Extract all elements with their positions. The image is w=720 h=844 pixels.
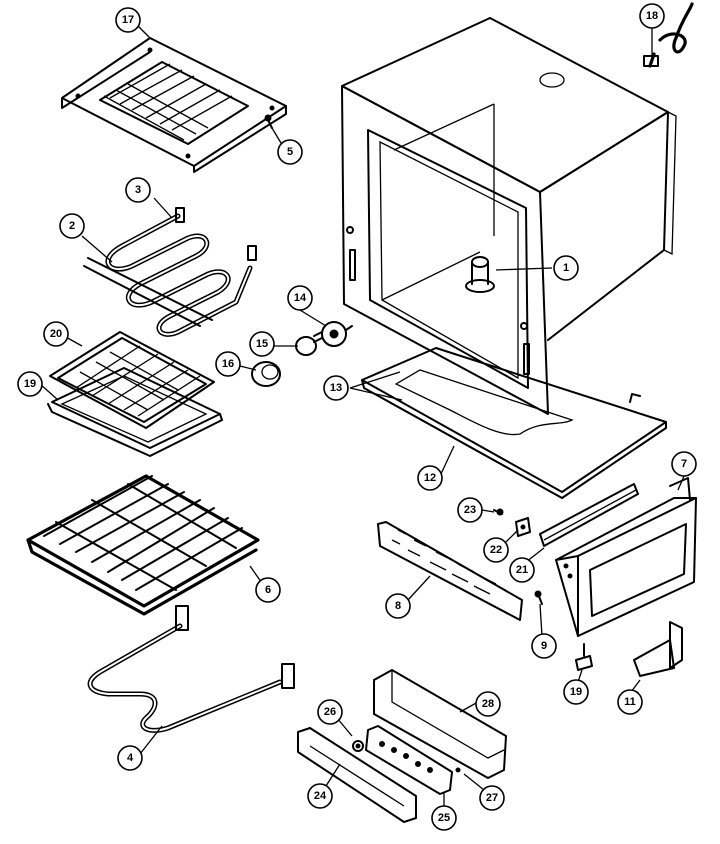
callout-17: 17: [115, 7, 141, 33]
svg-text:23: 23: [464, 504, 476, 516]
callout-15: 15: [249, 331, 275, 357]
part-screw-5: [264, 114, 273, 129]
svg-text:4: 4: [127, 752, 134, 764]
svg-text:18: 18: [646, 10, 658, 22]
callout-4: 4: [117, 745, 143, 771]
callout-24: 24: [307, 783, 333, 809]
part-vent-panel-8: [377, 521, 523, 621]
svg-text:28: 28: [482, 698, 494, 710]
svg-text:8: 8: [395, 600, 401, 612]
svg-text:16: 16: [222, 358, 234, 370]
svg-text:1: 1: [563, 262, 569, 274]
svg-text:12: 12: [424, 472, 436, 484]
callout-1: 1: [553, 255, 579, 281]
svg-text:11: 11: [624, 696, 636, 708]
callout-28: 28: [475, 691, 501, 717]
callout-11: 11: [617, 689, 643, 715]
part-screw-23: [493, 508, 504, 516]
callout-19: 19: [17, 371, 43, 397]
svg-text:22: 22: [490, 544, 502, 556]
part-wire-lead-18: [643, 2, 694, 68]
part-side-panel: [555, 477, 697, 637]
part-leveling-leg: [575, 643, 593, 671]
svg-text:19: 19: [24, 378, 36, 390]
callout-19b: 19: [563, 679, 589, 705]
part-screw-27: [455, 767, 461, 773]
part-drawer-front-28: [373, 669, 507, 779]
part-oven-bottom: [361, 347, 667, 499]
svg-text:3: 3: [135, 184, 141, 196]
svg-text:24: 24: [314, 790, 327, 802]
callout-21: 21: [509, 557, 535, 583]
part-trim-strip-24: [297, 727, 417, 823]
leader-lines: [39, 22, 685, 806]
callout-20: 20: [43, 321, 69, 347]
part-anti-tip-bracket: [633, 621, 683, 677]
callout-25: 25: [431, 805, 457, 831]
part-oven-rack: [26, 474, 260, 616]
part-oven-cavity: [341, 17, 677, 415]
part-screw-9: [534, 590, 543, 605]
callout-13: 13: [323, 375, 349, 401]
svg-text:14: 14: [294, 292, 307, 304]
svg-text:17: 17: [122, 14, 134, 26]
svg-text:27: 27: [486, 792, 498, 804]
svg-text:21: 21: [516, 564, 528, 576]
svg-text:26: 26: [324, 706, 336, 718]
callout-27: 27: [479, 785, 505, 811]
callout-2: 2: [59, 213, 85, 239]
svg-text:2: 2: [69, 220, 75, 232]
svg-text:20: 20: [50, 328, 62, 340]
callout-9: 9: [531, 633, 557, 659]
part-clip-22: [515, 517, 531, 537]
callout-5: 5: [277, 139, 303, 165]
part-broil-grid: [49, 331, 215, 429]
callout-8: 8: [385, 593, 411, 619]
part-bracket-21: [539, 483, 639, 547]
callout-22: 22: [483, 537, 509, 563]
svg-text:9: 9: [541, 640, 547, 652]
part-broil-pan: [47, 367, 223, 457]
callout-3: 3: [125, 177, 151, 203]
callout-14: 14: [287, 285, 313, 311]
part-broiler-plate: [61, 37, 287, 173]
svg-text:7: 7: [681, 458, 687, 470]
svg-text:25: 25: [438, 812, 450, 824]
callouts: 17 18 5 3 2 1 14 20 15 16 19 13 12 7 23 …: [17, 3, 697, 831]
svg-text:5: 5: [287, 146, 293, 158]
callout-16: 16: [215, 351, 241, 377]
part-broil-element: [87, 605, 295, 733]
callout-6: 6: [255, 577, 281, 603]
svg-text:13: 13: [330, 382, 342, 394]
part-knob-26: [352, 740, 364, 752]
callout-23: 23: [457, 497, 483, 523]
callout-26: 26: [317, 699, 343, 725]
svg-text:15: 15: [256, 338, 268, 350]
part-bake-element: [83, 207, 257, 337]
callout-7: 7: [671, 451, 697, 477]
callout-18: 18: [639, 3, 665, 29]
part-control-panel-25: [365, 725, 453, 795]
svg-text:6: 6: [265, 584, 271, 596]
callout-12: 12: [417, 465, 443, 491]
svg-text:19: 19: [570, 686, 582, 698]
